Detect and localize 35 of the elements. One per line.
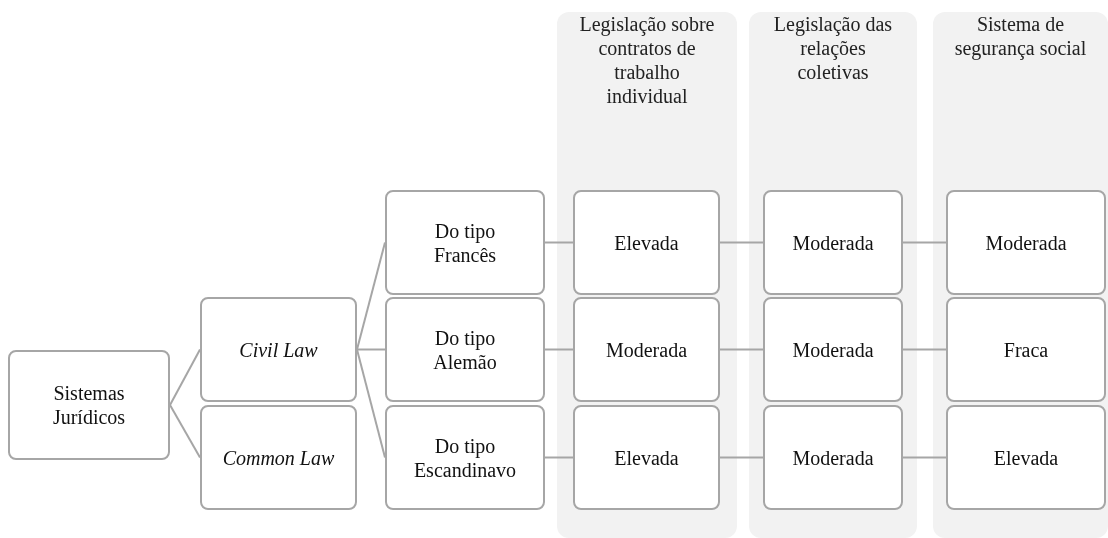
category-box: Moderada <box>763 190 903 295</box>
category-box: Moderada <box>946 190 1106 295</box>
column-heading: Sistema de segurança social <box>953 12 1088 60</box>
connector-line <box>169 348 201 406</box>
connector-line <box>719 456 764 459</box>
category-box: Do tipo Escandinavo <box>385 405 545 510</box>
connector-line <box>544 348 574 351</box>
category-box: Moderada <box>763 297 903 402</box>
category-box: Common Law <box>200 405 357 510</box>
column-heading: Legislação sobre contratos de trabalho individual <box>578 12 716 108</box>
connector-line <box>902 348 947 351</box>
category-box: Sistemas Jurídicos <box>8 350 170 460</box>
connector-line <box>544 241 574 244</box>
connector-line <box>719 241 764 244</box>
category-box: Civil Law <box>200 297 357 402</box>
connector-line <box>719 348 764 351</box>
column-band <box>749 12 917 538</box>
column-band <box>557 12 737 538</box>
connector-line <box>356 241 386 351</box>
category-box: Moderada <box>573 297 720 402</box>
category-box: Do tipo Francês <box>385 190 545 295</box>
connector-line <box>356 348 386 351</box>
column-heading: Legislação das relações coletivas <box>772 12 894 84</box>
category-box: Elevada <box>573 190 720 295</box>
connector-line <box>169 404 201 459</box>
connector-line <box>902 241 947 244</box>
category-box: Fraca <box>946 297 1106 402</box>
column-band <box>933 12 1108 538</box>
connector-line <box>902 456 947 459</box>
connector-line <box>356 348 386 459</box>
connector-line <box>544 456 574 459</box>
category-box: Do tipo Alemão <box>385 297 545 402</box>
category-box: Elevada <box>946 405 1106 510</box>
category-box: Moderada <box>763 405 903 510</box>
category-box: Elevada <box>573 405 720 510</box>
